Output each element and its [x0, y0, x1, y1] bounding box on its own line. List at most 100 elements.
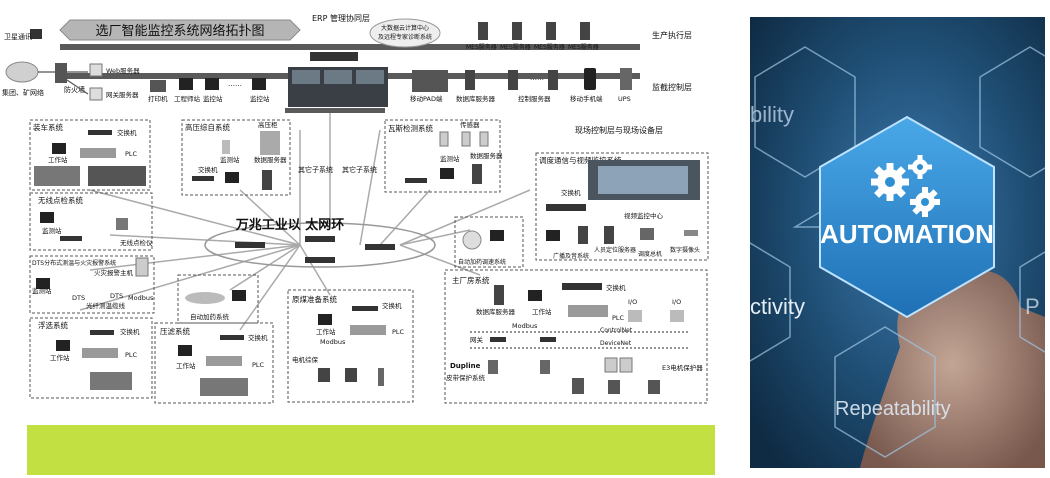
ring-label: 万兆工业以 太网环 — [235, 217, 345, 233]
monitor-station-2-label: 监控站 — [250, 94, 270, 103]
monitor-station-2-icon — [252, 78, 266, 90]
server-icon — [494, 285, 504, 305]
erp-switch-icon — [310, 52, 358, 61]
printer-icon — [150, 80, 166, 92]
loading-workstation: 工作站 — [48, 155, 68, 164]
io-module-icon — [628, 310, 642, 322]
dts-fiber: 光纤测温缆线 — [86, 301, 126, 310]
sensor-icon — [488, 360, 498, 374]
dts-title: DTS分布式测温与火灾报警系统 — [32, 259, 116, 267]
gas-system: 瓦斯检测系统 传感器 监测站 数据服务器 — [384, 119, 503, 193]
operator-icon — [462, 230, 482, 250]
gateway-server-icon — [89, 87, 103, 101]
hv-switch: 交换机 — [198, 165, 218, 174]
layer-erp: ERP 管理协同层 — [312, 13, 370, 23]
main-workstation: 工作站 — [532, 307, 552, 316]
control-bus — [285, 108, 385, 113]
bigdata-cloud-icon — [369, 18, 441, 48]
auto-dosing-system: 自动加药调速系统 — [454, 216, 524, 268]
web-server-icon — [89, 63, 103, 77]
filter-title: 压滤系统 — [160, 326, 190, 336]
dosing-title: 自动加药系统 — [190, 312, 230, 321]
engineer-station-icon — [179, 78, 193, 90]
dots-1: …… — [228, 80, 242, 88]
dts-dts2: DTS — [110, 292, 123, 300]
workstation-icon — [225, 172, 239, 183]
switch-icon — [220, 335, 244, 340]
workstation-icon — [36, 278, 50, 289]
filter-workstation: 工作站 — [176, 361, 196, 370]
hv-cabinet: 高压柜 — [258, 120, 278, 129]
group-net-label: 集团、矿网络 — [2, 88, 44, 97]
sensor-icon — [461, 131, 471, 147]
mes-server-icon — [546, 22, 556, 40]
mes-server-label: MES服务器 — [466, 43, 497, 51]
switch-icon — [90, 330, 114, 335]
e3-protector-icon — [619, 357, 633, 373]
satellite-icon — [30, 29, 42, 39]
mobile-phone-icon — [584, 68, 596, 90]
video-center: 视频监控中心 — [624, 211, 664, 220]
gas-data-server: 数据服务器 — [470, 151, 503, 160]
mobile-pad-icon — [412, 70, 448, 92]
filter-plc: PLC — [252, 361, 265, 369]
mes-server-icon — [580, 22, 590, 40]
gateway-server-label: 网关服务器 — [106, 90, 139, 99]
diagram-title: 选厂智能监控系统网络拓扑图 — [95, 23, 264, 39]
fire-host-icon — [135, 257, 149, 277]
server-icon — [472, 164, 482, 184]
coal-switch: 交换机 — [382, 301, 402, 310]
flotation-switch: 交换机 — [120, 327, 140, 336]
other-subsystem-1: 其它子系统 — [298, 165, 333, 174]
coal-title: 原煤准备系统 — [292, 294, 337, 304]
ring-spokes — [79, 113, 531, 331]
dts-monitor: 监测站 — [32, 286, 52, 295]
workstation-icon — [546, 230, 560, 241]
main-modbus: Modbus — [512, 322, 538, 330]
coal-workstation: 工作站 — [316, 327, 336, 336]
dts-fire-host: 火灾报警主机 — [94, 268, 134, 277]
automation-image-svg: AUTOMATION bility ctivity P Repeatabilit… — [750, 17, 1045, 468]
layer-production: 生产执行层 — [652, 30, 692, 40]
satellite-label: 卫星通讯 — [4, 32, 32, 41]
main-devicenet: DeviceNet — [600, 340, 632, 347]
ups-icon — [620, 68, 632, 90]
flotation-system: 浮选系统 交换机 工作站 PLC — [29, 317, 153, 399]
db-server-label: 数据库服务器 — [456, 94, 496, 103]
main-io2: I/O — [672, 298, 681, 306]
main-controlnet: ControlNet — [600, 327, 633, 334]
switch-icon — [352, 306, 378, 311]
workstation-icon — [528, 290, 542, 301]
automation-word: AUTOMATION — [820, 219, 994, 249]
layer-field: 现场控制层与现场设备层 — [575, 125, 663, 135]
workstation-icon — [52, 143, 66, 154]
ring-switch-icon — [365, 244, 395, 250]
db-server-icon — [465, 70, 475, 90]
dts-modbus: Modbus — [128, 294, 154, 302]
main-plc: PLC — [612, 314, 625, 322]
mes-server-icon — [512, 22, 522, 40]
filter-press — [200, 378, 248, 396]
main-plant-system: 主厂房系统 交换机 数据库服务器 工作站 PLC I/O I/O Modbus … — [444, 269, 708, 404]
printer-label: 打印机 — [148, 94, 168, 103]
workstation-icon — [178, 345, 192, 356]
word-right-edge: P — [1025, 294, 1040, 319]
video-camera: 数字摄像头 — [670, 246, 700, 254]
firewall-label: 防火墙 — [64, 85, 85, 94]
mes-server-label: MES服务器 — [568, 43, 599, 51]
switch-icon — [192, 176, 214, 181]
workstation-icon — [440, 168, 454, 179]
video-system: 调度通信与视频监控系统 交换机 视频监控中心 人员定位服务器 广播及音系统 调度… — [535, 152, 709, 261]
ethernet-ring — [204, 222, 436, 268]
flotation-workstation: 工作站 — [50, 353, 70, 362]
filter-system: 压滤系统 交换机 工作站 PLC — [154, 322, 274, 404]
firewall-icon — [55, 63, 67, 83]
filter-switch: 交换机 — [248, 333, 268, 342]
motor-icon — [378, 368, 384, 386]
dosing-tank-icon — [185, 292, 225, 304]
gas-title: 瓦斯检测系统 — [388, 123, 433, 133]
coal-motor: 电机综保 — [292, 355, 319, 364]
wireless-title: 无线点检系统 — [38, 195, 83, 205]
engineer-station-label: 工程师站 — [174, 94, 201, 103]
plc-icon — [350, 325, 386, 335]
